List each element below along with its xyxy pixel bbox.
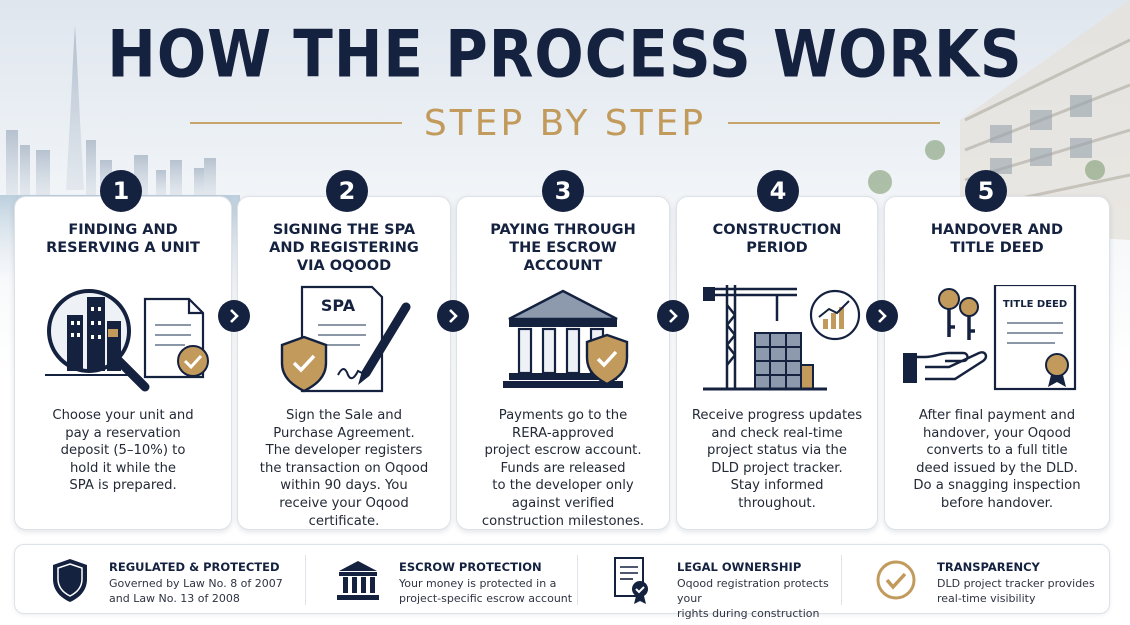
step-2-card: SIGNING THE SPA AND REGISTERING VIA OQOO… xyxy=(237,196,451,530)
magnifier-building-document-check-icon xyxy=(15,285,231,397)
chevron-right-icon xyxy=(669,309,678,323)
subtitle-divider-right xyxy=(728,122,941,124)
subtitle-row: STEP BY STEP xyxy=(190,100,941,146)
feature-escrow-text: Your money is protected in a project-spe… xyxy=(399,577,573,605)
step-1-card: FINDING AND RESERVING A UNIT xyxy=(14,196,232,530)
feature-escrow-title: ESCROW PROTECTION xyxy=(399,560,542,574)
step-3-description: Payments go to the RERA-approved project… xyxy=(481,408,645,529)
step-1-number: 1 xyxy=(100,170,142,212)
bank-shield-icon xyxy=(457,285,669,397)
step-2-title: SIGNING THE SPA AND REGISTERING VIA OQOO… xyxy=(269,222,419,274)
step-4-title: CONSTRUCTION PERIOD xyxy=(712,222,842,256)
next-arrow-2 xyxy=(437,300,469,332)
step-1-description: Choose your unit and pay a reservation d… xyxy=(52,408,194,494)
step-3-number: 3 xyxy=(542,170,584,212)
feature-divider xyxy=(305,555,306,605)
step-1-title: FINDING AND RESERVING A UNIT xyxy=(46,222,200,256)
feature-ownership-text: Oqood registration protects your rights … xyxy=(677,577,829,620)
step-5-card: HANDOVER AND TITLE DEED TITLE DEED xyxy=(884,196,1110,530)
features-bar: REGULATED & PROTECTED Governed by Law No… xyxy=(14,544,1110,620)
chevron-right-icon xyxy=(230,309,239,323)
spa-label: SPA xyxy=(321,296,356,315)
feature-escrow: ESCROW PROTECTION Your money is protecte… xyxy=(305,545,577,615)
step-4-number: 4 xyxy=(757,170,799,212)
spa-contract-pen-shield-icon: SPA xyxy=(238,285,450,397)
step-4-card: CONSTRUCTION PERIOD xyxy=(676,196,878,530)
keys-hand-title-deed-icon: TITLE DEED xyxy=(885,283,1109,397)
chevron-right-icon xyxy=(878,309,887,323)
feature-transparency-text: DLD project tracker provides real-time v… xyxy=(937,577,1095,605)
feature-ownership: LEGAL OWNERSHIP Oqood registration prote… xyxy=(577,545,839,620)
step-5-title: HANDOVER AND TITLE DEED xyxy=(930,222,1064,256)
crane-building-chart-icon xyxy=(677,285,877,397)
step-2-number: 2 xyxy=(326,170,368,212)
step-2-description: Sign the Sale and Purchase Agreement. Th… xyxy=(259,408,429,529)
next-arrow-4 xyxy=(866,300,898,332)
feature-regulated-title: REGULATED & PROTECTED xyxy=(109,560,280,574)
step-3-card: PAYING THROUGH THE ESCROW ACCOUNT Paymen… xyxy=(456,196,670,530)
certificate-icon xyxy=(609,555,655,605)
step-4-description: Receive progress updates and check real-… xyxy=(691,408,863,511)
feature-regulated: REGULATED & PROTECTED Governed by Law No… xyxy=(15,545,303,615)
next-arrow-3 xyxy=(657,300,689,332)
feature-divider xyxy=(577,555,578,605)
title-deed-label: TITLE DEED xyxy=(1003,299,1067,310)
step-3-title: PAYING THROUGH THE ESCROW ACCOUNT xyxy=(490,222,636,274)
feature-divider xyxy=(841,555,842,605)
step-5-number: 5 xyxy=(965,170,1007,212)
page-subtitle: STEP BY STEP xyxy=(423,102,707,144)
page-title: HOW THE PROCESS WORKS xyxy=(107,15,1023,93)
check-circle-icon xyxy=(873,555,919,605)
feature-regulated-text: Governed by Law No. 8 of 2007 and Law No… xyxy=(109,577,283,605)
feature-transparency: TRANSPARENCY DLD project tracker provide… xyxy=(841,545,1109,615)
feature-ownership-title: LEGAL OWNERSHIP xyxy=(677,560,802,574)
step-5-description: After final payment and handover, your O… xyxy=(913,408,1081,511)
chevron-right-icon xyxy=(449,309,458,323)
subtitle-divider-left xyxy=(190,122,402,124)
bank-icon xyxy=(335,555,381,605)
shield-icon xyxy=(47,555,93,605)
next-arrow-1 xyxy=(218,300,250,332)
feature-transparency-title: TRANSPARENCY xyxy=(937,560,1040,574)
